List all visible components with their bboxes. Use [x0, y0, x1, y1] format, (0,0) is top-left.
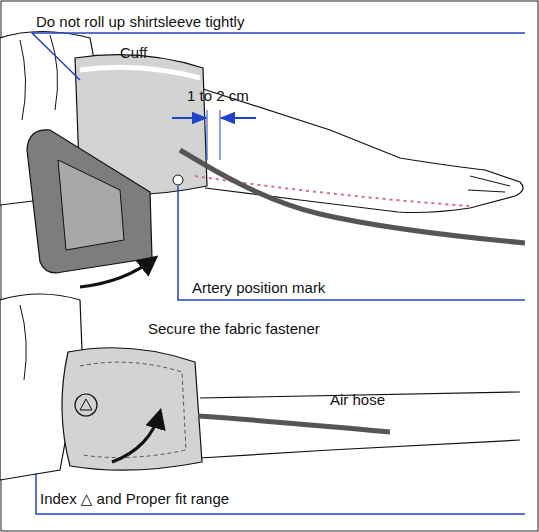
instruction-note: Secure the fabric fastener: [148, 320, 320, 338]
wrap-arrow: [80, 258, 155, 287]
index-mark: [75, 394, 97, 416]
part-name: Cuff: [120, 44, 147, 62]
cuff-band: [80, 67, 200, 78]
forearm-outline: [200, 88, 523, 213]
part-name: Air hose: [330, 391, 385, 409]
dimension-arrow: [221, 117, 256, 119]
part-name: Index △ and Proper fit range: [40, 490, 229, 508]
sleeve-folds: [20, 305, 26, 380]
wrap-arrow: [112, 412, 160, 462]
cuff-flap: [27, 130, 152, 273]
dimension-line: [220, 110, 221, 160]
dimension-label: 1 to 2 cm: [187, 87, 249, 105]
sleeve-folds: [20, 35, 58, 120]
leader-line: [178, 186, 525, 300]
artery-mark: [173, 175, 183, 185]
air-hose: [198, 416, 390, 432]
fastener-patch: [58, 160, 124, 250]
finger-lines: [468, 176, 510, 192]
forearm-outline: [200, 392, 520, 458]
leader-line: [32, 33, 525, 80]
index-triangle: [80, 399, 92, 410]
dimension-arrow: [172, 117, 206, 119]
warning-note: Do not roll up shirtsleeve tightly: [36, 13, 244, 31]
wrapped-cuff: [62, 348, 202, 470]
dimension-line: [207, 110, 208, 160]
air-hose: [180, 150, 525, 243]
part-name: Artery position mark: [192, 279, 325, 297]
